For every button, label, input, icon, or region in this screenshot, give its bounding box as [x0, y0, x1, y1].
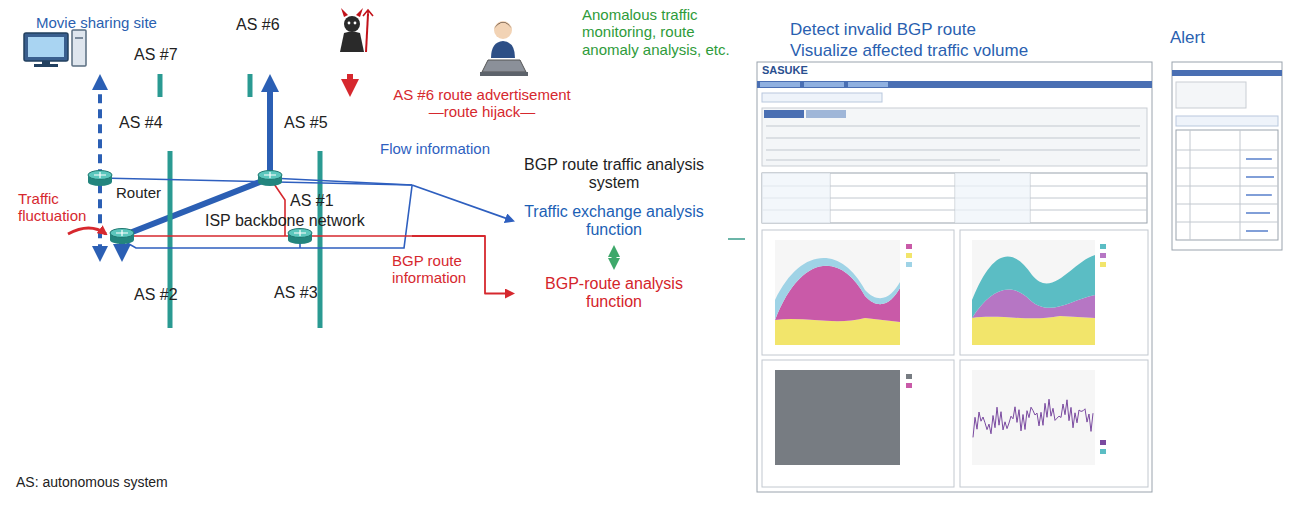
caption: AS: autonomous system [16, 474, 168, 490]
as-cloud-text: AS #4 [119, 114, 163, 132]
screen-panel: Detect invalid BGP routeVisualize affect… [745, 8, 1289, 503]
as-cloud-text: AS #2 [134, 286, 178, 304]
isp-cloud-outline [8, 160, 412, 254]
screen-title: SASUKE [762, 64, 808, 77]
function-box: BGP-route analysis function [515, 270, 713, 317]
peering-link [318, 160, 323, 328]
peering-link [318, 151, 323, 160]
router-symbols [88, 171, 312, 245]
function-box-text: BGP-route analysis function [521, 275, 707, 312]
traffic-path-dashed [98, 83, 102, 253]
as-cloud-outline [214, 4, 386, 74]
as-cloud: Movie sharing site AS #7 [14, 4, 204, 74]
as-cloud-text: AS #3 [274, 284, 318, 302]
flow-line [412, 185, 510, 220]
function-box: Traffic exchange analysis function [515, 198, 713, 245]
system-box: BGP route traffic analysis systemTraffic… [500, 150, 728, 328]
screen-panel-text: Alert [1170, 28, 1205, 48]
as-cloud-text: AS #5 [284, 114, 328, 132]
attacker-icon [340, 8, 373, 52]
peering-link [158, 74, 163, 97]
isp-cloud-text: AS #1 [290, 192, 334, 210]
feed-lines [100, 178, 412, 248]
system-box-text: BGP route traffic analysis system [506, 156, 722, 193]
as-cloud: AS #2 [14, 262, 204, 328]
computer-icon [24, 30, 86, 67]
isp-cloud-text: ISP backbone network [205, 212, 365, 230]
hijack-arrow [347, 74, 353, 87]
as-cloud-text: AS #7 [134, 46, 178, 64]
screen-panel-outline [745, 8, 1289, 503]
peering-link [168, 151, 173, 160]
as-cloud: AS #5 [220, 97, 380, 151]
part-label: Router [116, 184, 161, 201]
note-text: Anomalous traffic monitoring, route anom… [582, 6, 744, 58]
as-cloud: AS #3 [214, 262, 386, 328]
screen-panel-text: Detect invalid BGP route [790, 20, 976, 40]
screenshot-alert [1172, 62, 1282, 250]
screenshot-main [757, 62, 1152, 492]
as-cloud-text: AS #6 [236, 16, 280, 34]
operator-icon [480, 21, 528, 76]
panel-link [728, 238, 745, 240]
edge-label: Flow information [380, 140, 490, 157]
function-box-text: Traffic exchange analysis function [521, 203, 707, 240]
as-cloud-text: Movie sharing site [36, 14, 157, 31]
peering-link [248, 74, 253, 97]
as-cloud: AS #4 [14, 97, 210, 151]
as-cloud: AS #6 [214, 4, 386, 74]
screen-panel-text: Visualize affected traffic volume [790, 41, 1028, 61]
isp-cloud: AS #1 ISP backbone network [8, 160, 412, 254]
as-cloud-outline [14, 97, 210, 151]
edge-label: AS #6 route advertisement —route hijack— [384, 86, 580, 121]
note-text: Traffic fluctuation [18, 190, 92, 225]
edge-label: BGP route information [392, 252, 476, 287]
exchange-arrow [612, 252, 617, 264]
fluctuation-arrow [68, 228, 106, 234]
